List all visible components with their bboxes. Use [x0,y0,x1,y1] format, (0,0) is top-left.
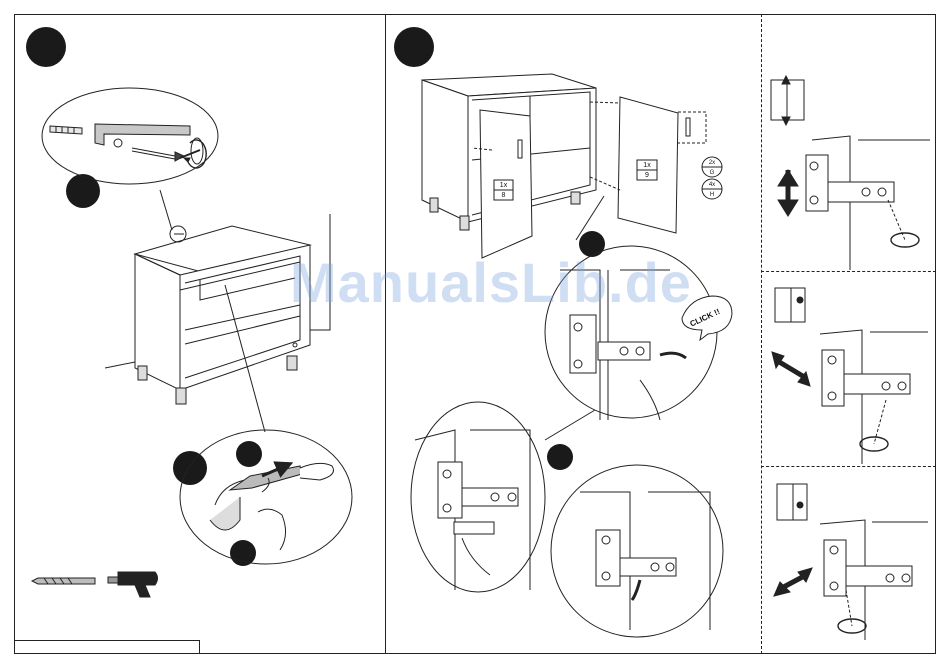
power-drill-icon [108,572,158,597]
washer-icon [114,139,122,147]
screw-icon [132,148,184,161]
adjust-lateral-section [774,484,928,640]
hinge-release-icon [580,492,710,630]
detail-ellipse-clip [180,430,352,564]
part-h-code: H [710,192,714,198]
part-h-qty: 4x [709,182,715,188]
detail-circle-hinge-release [551,465,723,637]
right-door-qty: 1x [643,162,651,169]
bracket-marker-icon [170,226,186,242]
adjust-vertical-section [771,76,930,270]
adjust-depth-section [772,288,928,464]
leader-line-screw [160,190,172,230]
right-door-code: 9 [645,172,649,179]
detail-ellipse-screw [42,88,218,184]
watermark: ManualsLib.de [290,250,692,315]
wall-plug-icon [50,126,82,134]
leader-line-detail [545,410,595,440]
part-g-qty: 2x [709,160,715,166]
clip-mechanism-icon [210,463,334,550]
drill-bit-icon [32,578,95,584]
part-g-code: G [710,170,715,176]
left-door-code: 8 [502,192,506,199]
bracket-icon [95,124,190,145]
left-door-qty: 1x [500,182,508,189]
